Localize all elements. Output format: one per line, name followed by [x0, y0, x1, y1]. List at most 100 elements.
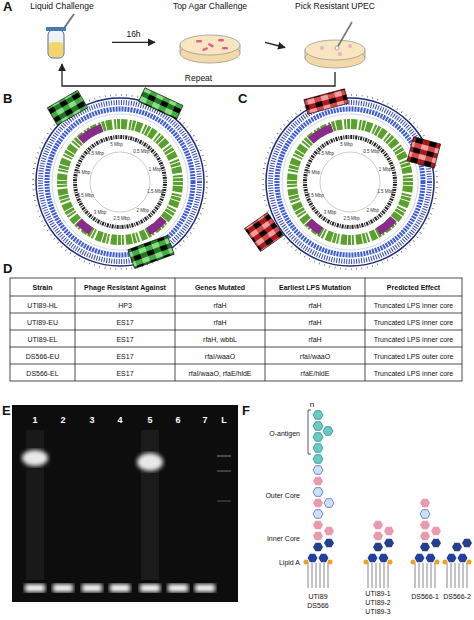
structure-label: UTI89-2: [365, 599, 390, 606]
panel-letter: F: [242, 404, 250, 417]
agar-plate: [196, 40, 202, 43]
scale-label: 3.5 Mbp: [77, 193, 93, 198]
genome-map: [263, 95, 437, 269]
agar-plate: [218, 39, 224, 42]
step-heading: Pick Resistant UPEC: [285, 2, 385, 11]
lps-structure: [462, 539, 472, 548]
gel-image: [217, 455, 231, 457]
lps-structure: [411, 554, 440, 588]
structure-label: DS566-1: [411, 593, 439, 600]
structure-label: Outer Core: [265, 492, 300, 499]
table-grid: [10, 278, 462, 381]
lane-number: 2: [60, 416, 65, 425]
table-cell: HP3: [118, 301, 132, 308]
scale-label: 4.5 Mbp: [318, 152, 334, 157]
gel-image: [137, 453, 163, 471]
lps-structure: [420, 521, 430, 530]
heatmap: [407, 137, 441, 168]
structure-label: DS566: [307, 602, 328, 609]
table-cell: rfaE/hldE: [301, 369, 330, 376]
table-cell: Truncated LPS inner core: [374, 369, 454, 376]
heatmap: [139, 88, 183, 119]
agar-plate: [180, 35, 240, 63]
panel-letter: E: [2, 404, 11, 417]
gel-image: [25, 584, 45, 592]
table-cell: Truncated LPS inner core: [374, 335, 454, 342]
lps-structure: [313, 466, 323, 475]
lane-number: 1: [32, 416, 37, 425]
table-grid: [10, 313, 462, 314]
scale-label: 0.5 Mbp: [133, 150, 149, 155]
heatmap: [47, 88, 440, 269]
gel-image: [12, 405, 238, 602]
table-cell: Truncated LPS inner core: [374, 318, 454, 325]
resistant-plate: [348, 44, 352, 48]
table-cell: DS566-EU: [26, 352, 59, 359]
lps-structure: [324, 499, 334, 508]
gel-image: [22, 450, 48, 466]
scale-label: 2 Mbp: [367, 209, 380, 214]
scale-label: 1 Mbp: [379, 168, 392, 173]
table-header: Earliest LPS Mutation: [279, 284, 351, 291]
table-grid: [75, 278, 76, 381]
lps-structure: [313, 444, 323, 453]
gel-image: [12, 405, 238, 602]
panel-letter: B: [3, 92, 12, 105]
lps-structure: [324, 539, 334, 548]
structure-label: Lipid A: [279, 559, 300, 566]
scale-label: 0.5 Mbp: [363, 150, 379, 155]
lps-structure: [373, 521, 383, 530]
table-cell: rfaH, wbbL: [203, 335, 237, 342]
lane-number: 5: [147, 416, 152, 425]
arrow-label: 16h: [126, 30, 140, 39]
lps-structure: [323, 427, 333, 436]
lps-structure: [373, 543, 383, 552]
lane-number: 7: [202, 416, 207, 425]
agar-plate: [208, 43, 214, 48]
step-node: Top Agar Challenge: [155, 2, 265, 64]
gel-image: [110, 584, 130, 592]
lps-structure: [308, 410, 311, 454]
scale-label: 4.5 Mbp: [88, 152, 104, 157]
table-cell: DS566-EL: [26, 369, 58, 376]
table-cell: rfaH: [308, 318, 321, 325]
table-grid: [10, 330, 462, 331]
lane-number: 3: [89, 416, 94, 425]
lps-structure: [373, 532, 383, 541]
step-heading: Top Agar Challenge: [155, 2, 265, 11]
table-cell: rfaI/waaO: [300, 352, 330, 359]
table-grid: [10, 296, 462, 297]
structure-label: DS566-2: [443, 593, 471, 600]
genome-map: [33, 95, 437, 269]
table-cell: ES17: [116, 369, 133, 376]
lps-structure: [313, 422, 323, 431]
table-cell: Truncated LPS inner core: [374, 301, 454, 308]
lps-structure: [420, 499, 430, 508]
structure-label: n: [310, 401, 314, 409]
lps-structure: [313, 433, 323, 442]
table-cell: ES17: [116, 352, 133, 359]
gel-image: [82, 584, 102, 592]
gel-image: [217, 500, 231, 502]
gel-image: [140, 584, 160, 592]
lps-structure: [313, 499, 323, 508]
table-header: Phage Resistant Against: [84, 284, 166, 291]
pipette-tube: [48, 30, 64, 58]
lps-structure: [304, 554, 333, 588]
table-cell: rfaH: [213, 318, 226, 325]
lps-structure: [443, 554, 472, 588]
lps-structure: [313, 543, 323, 552]
scale-label: 2.5 Mbp: [344, 217, 360, 222]
lps-structure: [324, 527, 334, 536]
lps-structure: [452, 543, 462, 552]
gel-image: [168, 584, 188, 592]
table-cell: rfaI/waaO, rfaE/hldE: [188, 369, 251, 376]
table-cell: ES17: [116, 318, 133, 325]
scale-label: 1.5 Mbp: [377, 190, 393, 195]
scale-label: 4 Mbp: [308, 171, 321, 176]
lane-number: 4: [117, 416, 122, 425]
lps-structure: [364, 554, 393, 588]
resistant-plate: [305, 22, 365, 68]
